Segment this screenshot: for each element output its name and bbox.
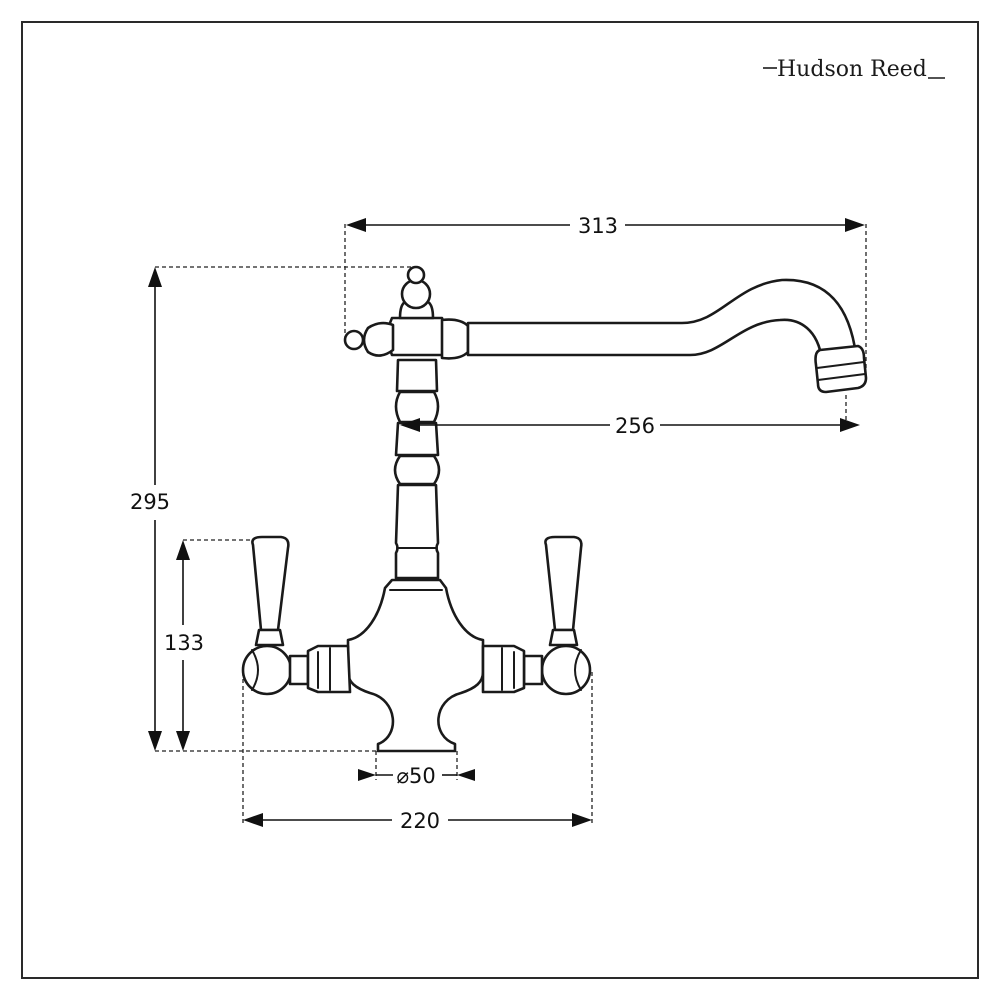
tap-swivel-head <box>386 316 448 357</box>
tap-column-upper <box>395 358 439 393</box>
tap-spout-collar <box>440 318 470 360</box>
right-valve-hub <box>540 644 592 696</box>
extension-lines <box>155 224 867 825</box>
right-lever-neck <box>548 628 579 647</box>
tap-spout <box>466 278 858 362</box>
dimension-overall-height: 295 <box>130 267 170 751</box>
right-lever-handle <box>544 535 583 632</box>
brand-name: Hudson Reed <box>777 57 927 82</box>
dimension-label-overall-height: 295 <box>130 490 170 514</box>
tap-head-side-ball <box>343 329 365 351</box>
dimension-label-handle-span: 220 <box>400 809 440 833</box>
dimension-handle-span: 220 <box>243 809 592 833</box>
left-valve-hub <box>241 644 293 696</box>
tap-head-finial-top <box>406 265 426 285</box>
left-lever-neck <box>254 628 285 647</box>
drawing-frame <box>21 21 979 979</box>
tap-outline <box>241 265 868 753</box>
tap-base-body <box>346 578 485 753</box>
dimension-label-spout-reach: 256 <box>615 414 655 438</box>
tap-column-bulb-lower <box>393 454 441 486</box>
tap-column-lower <box>394 483 440 580</box>
tap-column-middle <box>394 421 440 457</box>
tap-spout-nozzle <box>814 344 868 394</box>
dimension-lever-height: 133 <box>164 540 204 751</box>
brand-logo: Hudson Reed <box>763 57 945 82</box>
dimension-label-base-diameter: ⌀50 <box>396 764 435 788</box>
tap-column-bulb-upper <box>394 390 440 424</box>
dimension-overall-reach: 313 <box>346 214 865 238</box>
dimension-spout-reach: 256 <box>400 414 860 438</box>
dimension-base-diameter: ⌀50 <box>358 764 475 788</box>
left-lever-handle <box>251 535 290 632</box>
left-valve-stem <box>288 654 310 686</box>
tap-head-side-knob <box>362 321 395 357</box>
right-valve-nut <box>481 644 526 694</box>
dimension-label-overall-reach: 313 <box>578 214 618 238</box>
right-valve-stem <box>522 654 544 686</box>
dimension-label-lever-height: 133 <box>164 631 204 655</box>
